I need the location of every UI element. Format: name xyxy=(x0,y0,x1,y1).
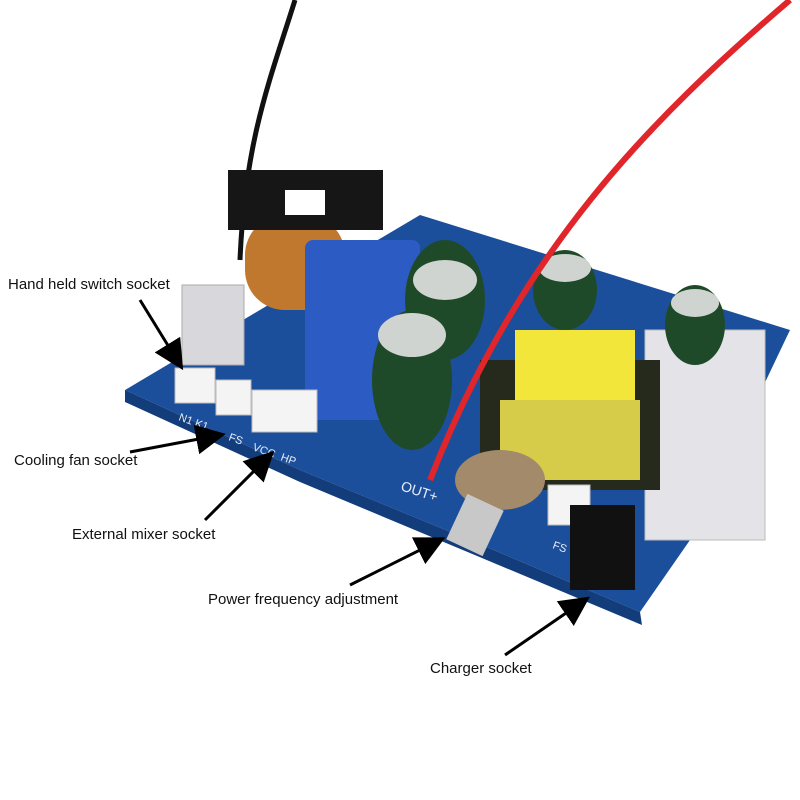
connector-vcc-hp xyxy=(251,389,318,433)
dc-jack xyxy=(570,505,635,590)
potentiometer xyxy=(455,450,545,510)
silk-fs: FS xyxy=(227,432,244,448)
connector-n1k1 xyxy=(174,367,216,404)
label-power-frequency-adjustment: Power frequency adjustment xyxy=(208,591,399,608)
arrow-hand-held xyxy=(138,299,184,371)
arrow-external-mixer xyxy=(203,450,275,522)
silk-hp: HP xyxy=(279,452,297,469)
label-cooling-fan-socket: Cooling fan socket xyxy=(14,452,138,469)
label-hand-held-switch-socket: Hand held switch socket xyxy=(8,276,170,293)
red-wire xyxy=(427,0,792,482)
heatsink-right xyxy=(644,329,766,541)
silk-fs2: FS xyxy=(551,540,568,556)
arrow-charger xyxy=(504,596,590,657)
arrow-cooling-fan xyxy=(129,424,226,455)
connector-fs xyxy=(215,379,252,416)
label-charger-socket: Charger socket xyxy=(430,660,532,677)
arrow-power-frequency xyxy=(349,537,446,587)
heatsink-left xyxy=(181,284,245,366)
label-external-mixer-socket: External mixer socket xyxy=(72,526,216,543)
